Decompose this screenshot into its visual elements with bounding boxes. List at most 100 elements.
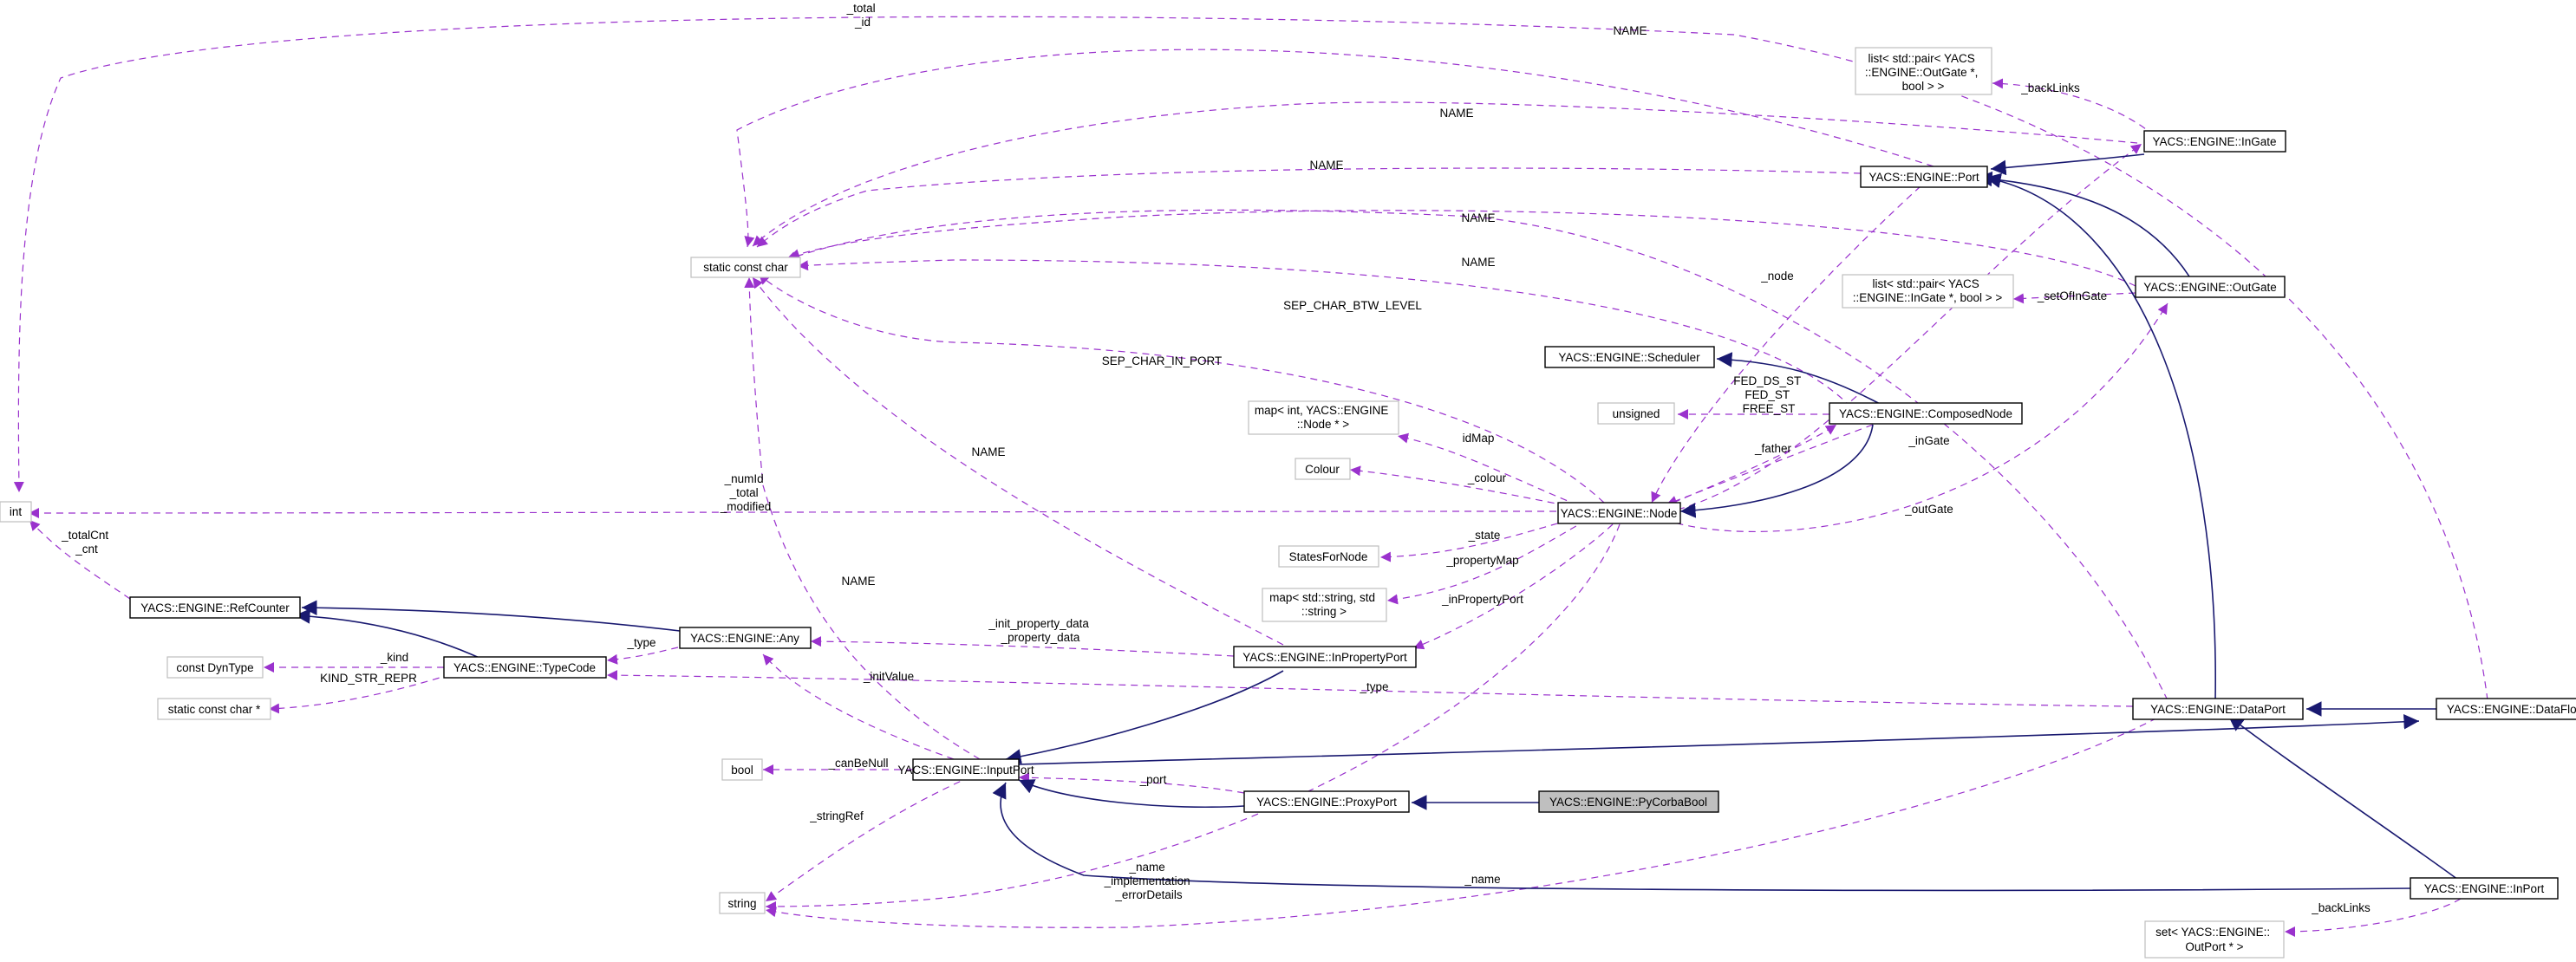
node-unsigned-label: unsigned xyxy=(1613,407,1660,420)
edge-inputport-inport xyxy=(992,782,2411,892)
node-bool-label: bool xyxy=(731,764,753,777)
node-static-const-char[interactable]: static const char xyxy=(690,257,801,278)
node-set-outport[interactable]: set< YACS::ENGINE:: OutPort * > xyxy=(2144,920,2285,959)
label-initvalue: _initValue xyxy=(863,670,914,683)
node-port[interactable]: YACS::ENGINE::Port xyxy=(1860,166,1988,188)
node-ingate-label: YACS::ENGINE::InGate xyxy=(2152,135,2276,148)
edge-dataflowport-int xyxy=(13,16,2488,701)
node-any-label: YACS::ENGINE::Any xyxy=(690,632,799,645)
node-proxyport[interactable]: YACS::ENGINE::ProxyPort xyxy=(1243,790,1410,813)
edge-ingate-list-outgate xyxy=(1992,78,2155,137)
node-statesfornode-label: StatesForNode xyxy=(1289,550,1368,563)
node-map-string[interactable]: map< std::string, std ::string > xyxy=(1262,588,1387,622)
edge-node-inprop xyxy=(1412,523,1614,650)
label-type-any: _type xyxy=(626,636,655,649)
node-dataflowport[interactable]: YACS::ENGINE::DataFlowPort xyxy=(2436,698,2576,720)
label-sep-inport: SEP_CHAR_IN_PORT xyxy=(1102,354,1223,367)
node-typecode[interactable]: YACS::ENGINE::TypeCode xyxy=(443,656,607,679)
label-node-ref: _node xyxy=(1760,270,1794,283)
edge-node-map-string xyxy=(1386,519,1588,605)
label-state-ref: _state xyxy=(1468,529,1501,542)
node-map-node-label: map< int, YACS::ENGINE ::Node * > xyxy=(1255,404,1392,431)
label-propertymap: _propertyMap xyxy=(1445,554,1518,567)
edge-labels: _total _id NAME _backLinks NAME NAME NAM… xyxy=(61,2,2371,914)
label-outgate-ref: _outGate xyxy=(1904,503,1953,516)
node-map-string-label: map< std::string, std ::string > xyxy=(1269,591,1379,618)
label-name-inport: _name xyxy=(1464,873,1500,886)
node-inport[interactable]: YACS::ENGINE::InPort xyxy=(2410,877,2559,900)
label-name-top: NAME xyxy=(1613,24,1647,37)
node-pycorbabool[interactable]: YACS::ENGINE::PyCorbaBool xyxy=(1538,790,1719,813)
node-inport-label: YACS::ENGINE::InPort xyxy=(2424,882,2545,895)
edge-node-colour xyxy=(1349,465,1579,509)
node-string[interactable]: string xyxy=(719,892,766,914)
node-inputport-label: YACS::ENGINE::InputPort xyxy=(897,764,1034,777)
label-init-prop: _init_property_data _property_data xyxy=(988,617,1092,644)
node-node-label: YACS::ENGINE::Node xyxy=(1561,507,1678,520)
edge-port-static-const-char-b xyxy=(756,167,1862,248)
node-typecode-label: YACS::ENGINE::TypeCode xyxy=(453,661,596,674)
label-backlinks-top: _backLinks xyxy=(2020,81,2080,94)
node-composednode[interactable]: YACS::ENGINE::ComposedNode xyxy=(1829,402,2023,425)
label-name-inprop: NAME xyxy=(971,445,1005,458)
node-node[interactable]: YACS::ENGINE::Node xyxy=(1557,502,1681,524)
label-setofingate: _setOfInGate xyxy=(2037,289,2107,302)
node-dataport[interactable]: YACS::ENGINE::DataPort xyxy=(2132,698,2304,720)
node-int[interactable]: int xyxy=(0,501,32,523)
node-string-label: string xyxy=(727,897,756,910)
edge-refcounter-int xyxy=(29,519,131,600)
node-composednode-label: YACS::ENGINE::ComposedNode xyxy=(1839,407,2012,420)
node-scheduler[interactable]: YACS::ENGINE::Scheduler xyxy=(1544,346,1715,368)
edge-inprop-any xyxy=(810,636,1235,657)
node-dataflowport-label: YACS::ENGINE::DataFlowPort xyxy=(2447,703,2576,716)
label-idmap: idMap xyxy=(1463,432,1495,445)
edge-dataport-string xyxy=(765,712,2168,928)
node-refcounter-label: YACS::ENGINE::RefCounter xyxy=(140,601,290,614)
label-total-id: _total _id xyxy=(846,2,879,29)
edge-dataport-static-const-char xyxy=(785,209,2168,701)
edge-inputport-string xyxy=(765,776,972,902)
node-refcounter[interactable]: YACS::ENGINE::RefCounter xyxy=(129,596,301,619)
node-list-outgate[interactable]: list< std::pair< YACS ::ENGINE::OutGate … xyxy=(1855,47,1992,95)
edge-inport-dataport xyxy=(2227,715,2459,881)
edge-node-int xyxy=(28,507,1557,518)
node-int-label: int xyxy=(10,505,23,518)
edge-node-string xyxy=(765,523,1621,912)
label-sep-level: SEP_CHAR_BTW_LEVEL xyxy=(1283,299,1422,312)
node-inpropertyport[interactable]: YACS::ENGINE::InPropertyPort xyxy=(1233,646,1417,668)
label-name-ingate: NAME xyxy=(1439,107,1473,120)
edge-inputport-inprop xyxy=(1005,670,1284,764)
label-fed: FED_DS_ST FED_ST FREE_ST xyxy=(1733,374,1804,415)
node-colour[interactable]: Colour xyxy=(1295,458,1351,480)
node-any[interactable]: YACS::ENGINE::Any xyxy=(679,627,812,649)
edge-node-static-const-char-sep xyxy=(758,273,1605,504)
node-pycorbabool-label: YACS::ENGINE::PyCorbaBool xyxy=(1549,796,1707,809)
node-list-ingate[interactable]: list< std::pair< YACS ::ENGINE::InGate *… xyxy=(1842,274,2014,309)
node-static-const-char-ptr[interactable]: static const char * xyxy=(157,698,271,720)
node-const-dyntype[interactable]: const DynType xyxy=(166,656,264,679)
node-map-node[interactable]: map< int, YACS::ENGINE ::Node * > xyxy=(1248,400,1399,435)
node-ingate[interactable]: YACS::ENGINE::InGate xyxy=(2143,130,2286,153)
label-name-input: NAME xyxy=(841,575,875,588)
edge-inputport-dataflowport xyxy=(1018,714,2420,765)
usage-edges xyxy=(13,16,2488,937)
node-unsigned[interactable]: unsigned xyxy=(1597,402,1675,425)
node-statesfornode[interactable]: StatesForNode xyxy=(1278,545,1379,568)
label-name-port: NAME xyxy=(1309,159,1343,172)
label-numid: _numId _total _modified xyxy=(720,472,772,513)
node-outgate-label: YACS::ENGINE::OutGate xyxy=(2143,281,2277,294)
label-kind-str: KIND_STR_REPR xyxy=(320,672,417,685)
node-set-outport-label: set< YACS::ENGINE:: OutPort * > xyxy=(2155,926,2273,953)
label-canbenull: _canBeNull xyxy=(827,757,888,770)
edge-composed-node xyxy=(1679,424,1874,518)
node-bool[interactable]: bool xyxy=(721,758,763,781)
edge-any-refcounter xyxy=(301,600,681,632)
node-outgate[interactable]: YACS::ENGINE::OutGate xyxy=(2135,276,2286,298)
node-inputport[interactable]: YACS::ENGINE::InputPort xyxy=(897,758,1034,781)
edge-inputport-any xyxy=(762,653,955,760)
label-inpropertyport-ref: _inPropertyPort xyxy=(1441,593,1523,606)
edge-composed-scheduler xyxy=(1716,352,1882,406)
edge-node-composed-father xyxy=(1673,424,1837,504)
label-colour-ref: _colour xyxy=(1467,471,1507,484)
edge-proxyport-inputport xyxy=(1018,779,1245,809)
